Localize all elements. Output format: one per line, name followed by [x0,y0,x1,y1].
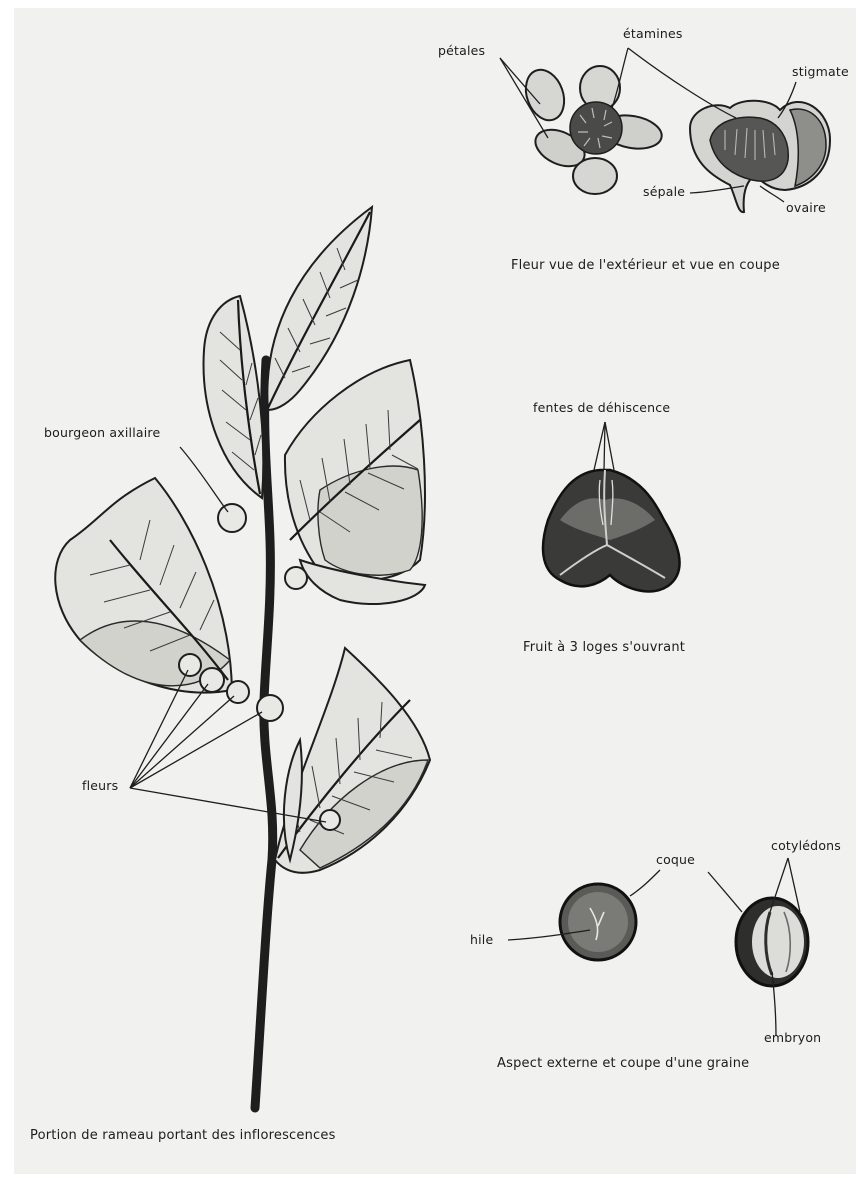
leaf-upper-right [285,360,425,604]
leaf-left [55,478,232,693]
caption-fruit: Fruit à 3 loges s'ouvrant [523,640,685,655]
seed-external [560,884,636,960]
leaf-top [267,207,372,410]
label-sepale: sépale [643,184,685,199]
label-ovaire: ovaire [786,200,826,215]
label-embryon: embryon [764,1030,821,1045]
caption-flower: Fleur vue de l'extérieur et vue en coupe [511,258,780,273]
flower-section [690,101,830,212]
leaf-upper-left [204,296,264,498]
caption-branch: Portion de rameau portant des infloresce… [30,1128,336,1143]
label-petales: pétales [438,43,485,58]
label-stigmate: stigmate [792,64,849,79]
label-fleurs: fleurs [82,778,118,793]
flower-exterior [519,64,664,194]
fruit-drawing [543,470,680,591]
label-cotyledons: cotylédons [771,838,841,853]
label-hile: hile [470,932,493,947]
fruit-leader-lines [594,422,614,470]
label-coque: coque [656,852,695,867]
caption-seed: Aspect externe et coupe d'une graine [497,1056,749,1071]
label-bourgeon-axillaire: bourgeon axillaire [44,425,160,440]
leaf-lower-right [275,648,430,873]
label-fentes-dehiscence: fentes de déhiscence [533,400,670,415]
branch-drawing [55,207,430,1108]
label-etamines: étamines [623,26,683,41]
